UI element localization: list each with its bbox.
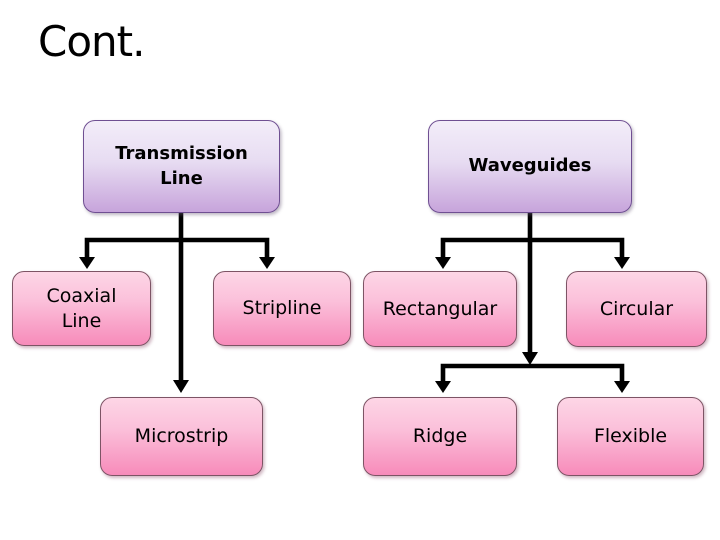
node-label-line: Stripline (242, 297, 322, 320)
arrowhead-ridge (435, 381, 451, 393)
node-label: Rectangular (383, 297, 497, 322)
node-label-line: Waveguides (468, 155, 592, 177)
slide-title: Cont. (38, 17, 145, 66)
arrowhead-microstrip (173, 380, 189, 393)
arrowhead-rectangular (435, 257, 451, 269)
node-label: Ridge (413, 424, 467, 449)
node-label-line: Flexible (593, 425, 668, 448)
arrowhead-stripline (259, 257, 275, 269)
node-transmission-line: Transmission Line (83, 120, 280, 213)
node-stripline: Stripline (213, 271, 351, 346)
node-label-line: Circular (599, 297, 674, 320)
node-label-line: Transmission (115, 143, 248, 165)
node-ridge: Ridge (363, 397, 517, 476)
node-label: Circular (600, 297, 673, 322)
node-microstrip: Microstrip (100, 397, 263, 476)
node-label: Flexible (594, 424, 667, 449)
node-label: Microstrip (135, 424, 229, 449)
arrowhead-circular (614, 257, 630, 269)
node-label-line: Microstrip (134, 425, 229, 448)
edge-transmission-children (84, 237, 270, 259)
node-label-line: Line (61, 309, 102, 332)
node-rectangular: Rectangular (363, 271, 517, 347)
node-label-line: Ridge (412, 425, 468, 448)
node-label: Waveguides (469, 154, 592, 178)
node-circular: Circular (566, 271, 707, 347)
node-label: Stripline (243, 296, 322, 321)
node-flexible: Flexible (557, 397, 704, 476)
node-label-line: Coaxial (46, 284, 117, 307)
node-label-line: Rectangular (382, 297, 498, 320)
node-label: Coaxial Line (47, 284, 117, 333)
node-coaxial-line: Coaxial Line (12, 271, 151, 346)
arrowhead-flexible (614, 381, 630, 393)
node-label-line: Line (160, 167, 203, 189)
node-label: Transmission Line (115, 142, 248, 191)
edge-waveguides-children-1 (440, 237, 625, 259)
arrowhead-coaxial (79, 257, 95, 269)
edge-waveguides-children-2 (440, 363, 625, 383)
node-waveguides: Waveguides (428, 120, 632, 213)
arrowhead-junction (522, 352, 538, 365)
